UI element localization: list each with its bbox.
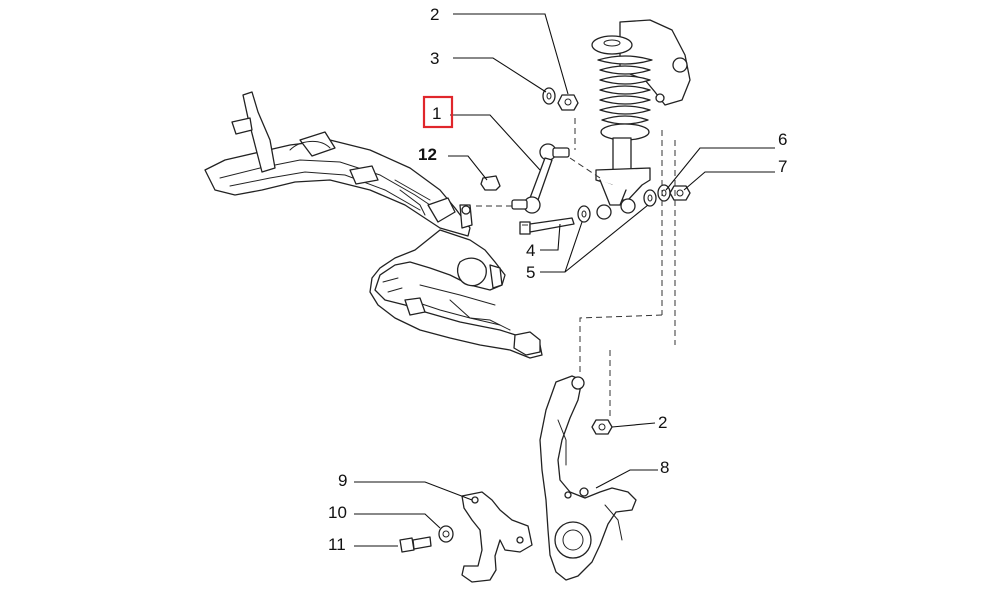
leader-lines [354,13,775,547]
washer-upper [542,87,556,105]
callout-10: 10 [328,503,347,522]
callout-3: 3 [430,49,439,68]
callout-11: 11 [328,535,346,554]
nut-upper [557,94,579,111]
nut-lower-2 [591,419,613,435]
callout-9: 9 [338,471,347,490]
callout-4: 4 [526,241,535,260]
bolt-4 [519,217,575,235]
washer-5 [577,205,591,223]
callout-2-lower: 2 [658,413,667,432]
washer-10 [438,525,454,543]
assembly-dash-lines [475,118,676,418]
bushing-12 [480,175,501,191]
callout-labels: 2 3 1 12 4 5 6 7 2 8 9 10 11 [328,5,787,554]
strut-spring-assembly [591,19,691,220]
callout-1: 1 [432,104,441,123]
callout-5: 5 [526,263,535,282]
callout-8: 8 [660,458,669,477]
steering-knuckle [539,375,637,581]
washer-6 [643,189,657,207]
callout-6: 6 [778,130,787,149]
bolt-11 [399,536,432,553]
bracket [461,491,533,583]
callout-7: 7 [778,157,787,176]
callout-12: 12 [418,145,437,164]
callout-2-top: 2 [430,5,439,24]
stabilizer-link [511,143,570,214]
subframe-crossmember [204,91,543,359]
highlight-box-part-1 [422,95,454,129]
